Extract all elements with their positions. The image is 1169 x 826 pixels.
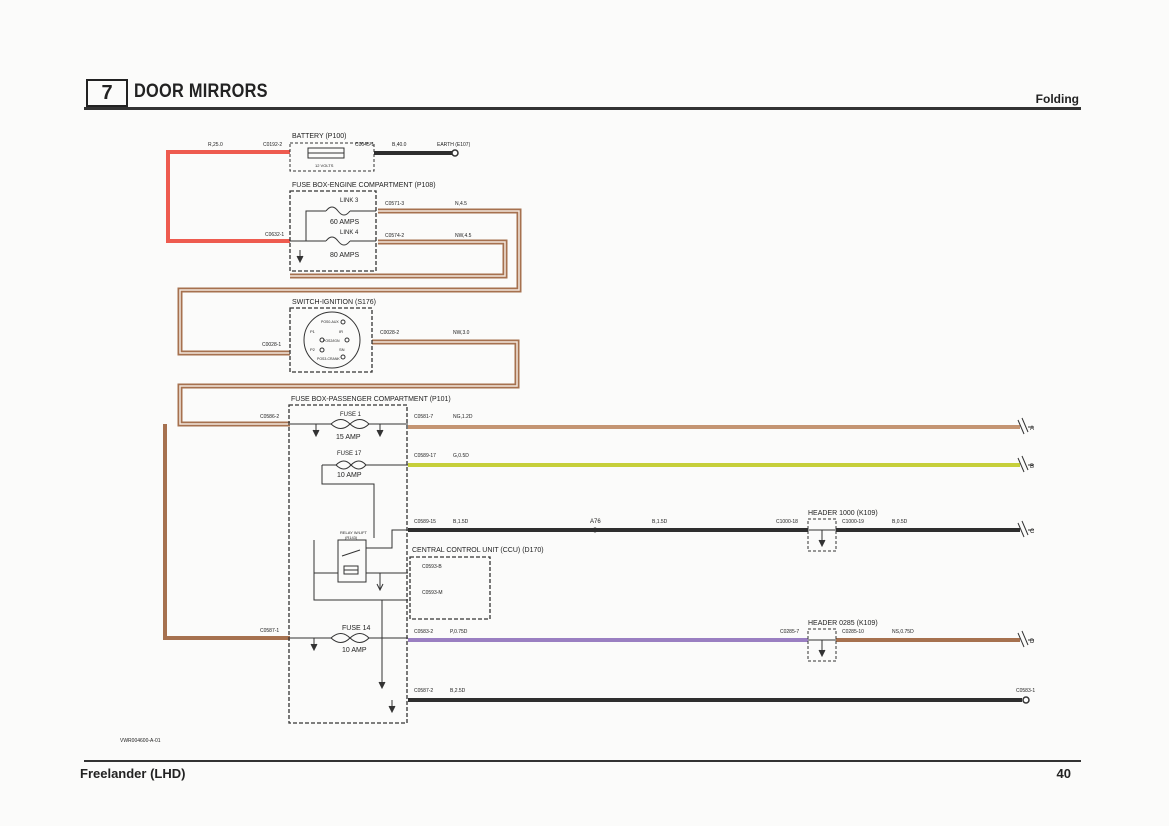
- label-g05: G,0.5D: [453, 453, 469, 459]
- label-n45: N,4.5: [455, 201, 467, 207]
- splice-a76: [592, 527, 598, 533]
- conn-c0028-1: C0028-1: [262, 342, 281, 348]
- link4-rating: 80 AMPS: [330, 252, 360, 259]
- page-title: DOOR MIRRORS: [134, 81, 268, 102]
- conn-c0028-2: C0028-2: [380, 330, 399, 336]
- label-ns075: NS,0.75D: [892, 629, 914, 635]
- header-1000: HEADER 1000 (K109): [807, 510, 878, 552]
- link3-label: LINK 3: [340, 198, 359, 204]
- conn-c0192-2: C0192-2: [263, 142, 282, 148]
- relay-ref: (R143): [345, 535, 358, 540]
- ignition-switch: SWITCH-IGNITION (S176) POS0-AUX POS2/IGN…: [289, 299, 376, 373]
- label-nw45: NW,4.5: [455, 233, 472, 239]
- fuse17-rating: 10 AMP: [337, 472, 362, 479]
- output-labels: A B C D: [1030, 426, 1035, 645]
- ign-t4: SN: [339, 347, 345, 352]
- conn-c0574-2: C0574-2: [385, 233, 404, 239]
- ign-t3: P2: [310, 347, 316, 352]
- conn-c0285-7: C0285-7: [780, 629, 799, 635]
- label-b25: B,2.5D: [450, 688, 466, 694]
- conn-c0632-1: C0632-1: [265, 232, 284, 238]
- conn-c0583-2: C0583-2: [414, 629, 433, 635]
- ccu-c1: C0593-B: [422, 564, 442, 570]
- ign-t1: P1: [310, 329, 316, 334]
- conn-c0589-17: C0589-17: [414, 453, 436, 459]
- pos-ign-label: POS2/IGN: [323, 339, 340, 343]
- pos-aux-label: POS0-AUX: [321, 320, 339, 324]
- connector-labels: C0192-2 C0045-1 C0632-1 C0571-3 C0574-2 …: [260, 142, 1035, 694]
- conn-c0045-1: C0045-1: [355, 142, 374, 148]
- header1000-label: HEADER 1000 (K109): [808, 510, 878, 517]
- label-b40: B,40.0: [392, 142, 407, 148]
- ccu-label: CENTRAL CONTROL UNIT (CCU) (D170): [412, 547, 544, 554]
- battery-component: BATTERY (P100) 12 VOLTS: [289, 133, 375, 172]
- ccu-component: CENTRAL CONTROL UNIT (CCU) (D170) C0593-…: [409, 547, 544, 620]
- fuse1-label: FUSE 1: [340, 412, 362, 418]
- ignition-label: SWITCH-IGNITION (S176): [292, 299, 376, 306]
- conn-c0581-7: C0581-7: [414, 414, 433, 420]
- fuse14-rating: 10 AMP: [342, 647, 367, 654]
- wire-labels: R,25.0 B,40.0 EARTH (E107) N,4.5 NW,4.5 …: [208, 142, 914, 694]
- output-c: C: [1030, 529, 1035, 535]
- fuse-box-engine: FUSE BOX-ENGINE COMPARTMENT (P108) LINK …: [289, 182, 436, 272]
- label-b05: B,0.5D: [892, 519, 908, 525]
- label-nw30: NW,3.0: [453, 330, 470, 336]
- header0285-label: HEADER 0285 (K109): [808, 620, 878, 627]
- conn-c0587-2: C0587-2: [414, 688, 433, 694]
- conn-c0583-1: C0583-1: [1016, 688, 1035, 694]
- conn-c0587-1: C0587-1: [260, 628, 279, 634]
- output-a: A: [1030, 426, 1034, 432]
- wire-red-battery: [166, 150, 290, 243]
- fuse-box-passenger-label: FUSE BOX-PASSENGER COMPARTMENT (P101): [291, 396, 451, 403]
- label-p075: P,0.75D: [450, 629, 468, 635]
- fuse1-rating: 15 AMP: [336, 434, 361, 441]
- relay-label: RELAY W/LIFT: [340, 530, 368, 535]
- drawing-reference: VWR004600-A-01: [120, 738, 161, 744]
- conn-c0285-10: C0285-10: [842, 629, 864, 635]
- page-subtitle: Folding: [1035, 92, 1079, 106]
- conn-c0586-2: C0586-2: [260, 414, 279, 420]
- fuse17-label: FUSE 17: [337, 451, 362, 457]
- footer-vehicle: Freelander (LHD): [80, 766, 186, 781]
- header-rule: [84, 107, 1081, 110]
- conn-c0589-15: C0589-15: [414, 519, 436, 525]
- wire-brown-fuse14-feed: [163, 424, 290, 640]
- section-number-box: 7: [86, 79, 128, 107]
- label-a76: A76: [590, 519, 601, 525]
- ign-t2: IR: [339, 329, 343, 334]
- label-b15: B,1.5D: [453, 519, 469, 525]
- link4-label: LINK 4: [340, 230, 359, 236]
- ccu-c2: C0593-M: [422, 590, 443, 596]
- pos-crank-label: POS3-CRANK: [317, 357, 340, 361]
- fuse-box-engine-label: FUSE BOX-ENGINE COMPARTMENT (P108): [292, 182, 436, 189]
- battery-label: BATTERY (P100): [292, 133, 346, 140]
- conn-c0571-3: C0571-3: [385, 201, 404, 207]
- label-ng12: NG,1.2D: [453, 414, 473, 420]
- label-r25: R,25.0: [208, 142, 223, 148]
- battery-voltage: 12 VOLTS: [315, 163, 334, 168]
- page-number: 40: [1056, 766, 1071, 781]
- footer-rule: [84, 760, 1081, 762]
- output-d: D: [1030, 639, 1035, 645]
- conn-c1000-18: C1000-18: [776, 519, 798, 525]
- label-earth: EARTH (E107): [437, 142, 471, 148]
- output-b: B: [1030, 464, 1034, 470]
- label-b15b: B,1.5D: [652, 519, 668, 525]
- conn-c1000-19: C1000-19: [842, 519, 864, 525]
- fuse14-label: FUSE 14: [342, 625, 371, 632]
- link3-rating: 60 AMPS: [330, 219, 360, 226]
- header-0285: HEADER 0285 (K109): [807, 620, 878, 662]
- fuse-box-passenger: FUSE BOX-PASSENGER COMPARTMENT (P101) FU…: [288, 396, 451, 724]
